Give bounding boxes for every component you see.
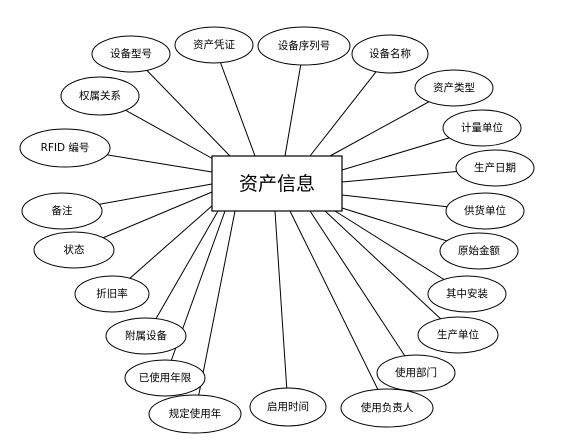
- connector-equipment-model: [130, 53, 231, 157]
- attribute-label-production-date: 生产日期: [474, 161, 516, 174]
- attribute-label-remarks: 备注: [52, 204, 73, 217]
- attribute-label-attached-equipment: 附属设备: [125, 329, 167, 342]
- connector-using-department: [309, 210, 417, 374]
- attribute-ellipse-years-used: [124, 359, 206, 397]
- attribute-label-unit-of-measure: 计量单位: [461, 121, 503, 134]
- attribute-label-original-amount: 原始金额: [458, 244, 500, 257]
- attribute-label-years-used: 已使用年限: [139, 371, 192, 384]
- attribute-ellipse-start-time: [249, 387, 327, 427]
- attribute-label-rfid-number: RFID 编号: [41, 141, 90, 154]
- connector-start-time: [274, 210, 289, 408]
- connector-asset-voucher: [213, 44, 256, 157]
- attribute-label-equipment-serial: 设备序列号: [278, 39, 331, 52]
- center-entity-label: 资产信息: [239, 173, 315, 195]
- attribute-ellipse-manufacturer: [417, 316, 499, 354]
- attribute-label-installation: 其中安装: [446, 287, 488, 300]
- attribute-ellipse-asset-type: [414, 69, 494, 107]
- attribute-ellipse-asset-voucher: [174, 26, 254, 64]
- attribute-ellipse-original-amount: [439, 232, 519, 270]
- attribute-ellipse-service-life: [148, 394, 242, 434]
- attribute-ellipse-remarks: [21, 192, 103, 230]
- attribute-label-equipment-name: 设备名称: [369, 47, 411, 60]
- attribute-nodes: 设备型号 资产凭证 设备序列号设备名称资产类型计量单位生产日期供货单位原始金额其中安…: [19, 26, 535, 434]
- attribute-label-start-time: 启用时间: [267, 400, 309, 413]
- connector-manufacturer: [324, 210, 459, 336]
- attribute-label-depreciation-rate: 折旧率: [96, 287, 128, 300]
- attribute-ellipse-unit-of-measure: [442, 109, 522, 147]
- attribute-ellipse-using-department: [376, 354, 456, 392]
- attribute-ellipse-equipment-serial: [257, 26, 351, 66]
- connector-years-used: [164, 210, 226, 379]
- attribute-ellipse-installation: [427, 275, 507, 313]
- attribute-label-person-in-charge: 使用负责人: [361, 401, 414, 414]
- connector-attached-equipment: [145, 210, 219, 337]
- attribute-ellipse-person-in-charge: [340, 388, 434, 428]
- attribute-label-equipment-model: 设备型号: [110, 47, 152, 60]
- attribute-ellipse-equipment-name: [351, 34, 429, 74]
- attribute-label-asset-type: 资产类型: [433, 81, 475, 94]
- attribute-label-manufacturer: 生产单位: [437, 328, 479, 341]
- connector-person-in-charge: [289, 210, 388, 409]
- attribute-label-ownership: 权属关系: [79, 89, 121, 102]
- attribute-ellipse-supplier: [445, 192, 525, 230]
- attribute-label-supplier: 供货单位: [464, 204, 506, 217]
- attribute-ellipse-depreciation-rate: [74, 275, 150, 313]
- attribute-ellipse-attached-equipment: [105, 317, 187, 355]
- attribute-label-asset-voucher: 资产凭证: [193, 38, 235, 51]
- attribute-label-status: 状态: [64, 243, 85, 256]
- attribute-ellipse-status: [33, 231, 115, 269]
- attribute-ellipse-rfid-number: [19, 128, 111, 168]
- attribute-ellipse-equipment-model: [91, 35, 171, 73]
- attribute-label-service-life: 规定使用年: [169, 407, 222, 420]
- attribute-ellipse-production-date: [455, 149, 535, 187]
- center-entity-box: [211, 155, 343, 212]
- attribute-label-using-department: 使用部门: [395, 366, 437, 379]
- attribute-ellipse-ownership: [60, 76, 140, 116]
